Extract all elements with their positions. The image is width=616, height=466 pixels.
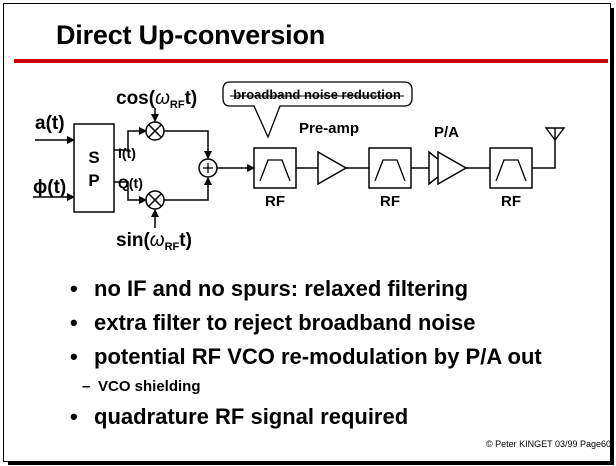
- antenna-icon: [544, 127, 566, 142]
- q-signal-label: Q(t): [118, 175, 143, 191]
- bullet-dot: •: [70, 310, 78, 335]
- bullet-dot: •: [70, 276, 78, 301]
- lo-cos-label: cos(ωRFt): [116, 88, 197, 111]
- sp-block-label-s: S: [88, 148, 99, 167]
- preamp-label: Pre-amp: [299, 120, 359, 137]
- bullet-item: • extra filter to reject broadband noise: [70, 306, 542, 340]
- i-signal-label: I(t): [118, 145, 136, 161]
- filter-to-antenna-wire: [532, 137, 556, 169]
- slide-frame: [3, 3, 611, 462]
- callout-text: broadband noise reduction: [233, 87, 401, 102]
- rf-filter-2: [368, 147, 412, 189]
- rf-filter-3: [489, 147, 533, 189]
- lo-sin-label: sin(ωRFt): [116, 230, 192, 253]
- preamp-symbol: [317, 150, 348, 186]
- mixer-i-to-summer-wire: [164, 130, 212, 159]
- rf-filter-2-label: RF: [380, 193, 400, 210]
- pa-label: P/A: [434, 124, 459, 141]
- title-underline: [14, 59, 608, 63]
- slide-shadow-right: [611, 8, 614, 464]
- slide-shadow-bottom: [8, 462, 614, 465]
- sp-block-label-p: P: [88, 171, 99, 190]
- mixer-q-to-summer-wire: [164, 177, 212, 201]
- footer-copyright: © Peter KINGET 03/99 Page60: [486, 439, 612, 449]
- mixer-i-symbol: [145, 121, 165, 141]
- pa-symbol: [428, 150, 468, 186]
- bullet-item: • potential RF VCO re-modulation by P/A o…: [70, 340, 542, 374]
- mixer-q-symbol: [145, 190, 165, 210]
- input-a-label: a(t): [35, 113, 65, 134]
- q-path-wire: [114, 181, 147, 204]
- sp-block: [73, 123, 115, 213]
- input-phi-label: ϕ(t): [33, 177, 66, 198]
- bullet-text: extra filter to reject broadband noise: [94, 310, 476, 335]
- rf-filter-1-label: RF: [265, 193, 285, 210]
- sub-bullet-dash: –: [82, 378, 91, 395]
- bullet-text: potential RF VCO re-modulation by P/A ou…: [94, 344, 542, 369]
- bullet-text: quadrature RF signal required: [94, 404, 409, 429]
- bullet-list: • no IF and no spurs: relaxed filtering •…: [70, 272, 542, 434]
- slide-title: Direct Up-conversion: [56, 20, 326, 50]
- bullet-dot: •: [70, 344, 78, 369]
- bullet-item: • no IF and no spurs: relaxed filtering: [70, 272, 542, 306]
- rf-filter-3-label: RF: [501, 193, 521, 210]
- rf-filter-1: [253, 147, 297, 189]
- bullet-text: VCO shielding: [98, 378, 201, 395]
- block-diagram: a(t) ϕ(t) S P I(t) Q(t) cos(ωRFt) sin(ωR…: [33, 81, 566, 253]
- bullet-text: no IF and no spurs: relaxed filtering: [94, 276, 469, 301]
- i-path-wire: [114, 127, 147, 151]
- sub-bullet-item: –VCO shielding: [70, 374, 542, 400]
- bullet-item: • quadrature RF signal required: [70, 400, 542, 434]
- summer-symbol: [198, 158, 218, 178]
- bullet-dot: •: [70, 404, 78, 429]
